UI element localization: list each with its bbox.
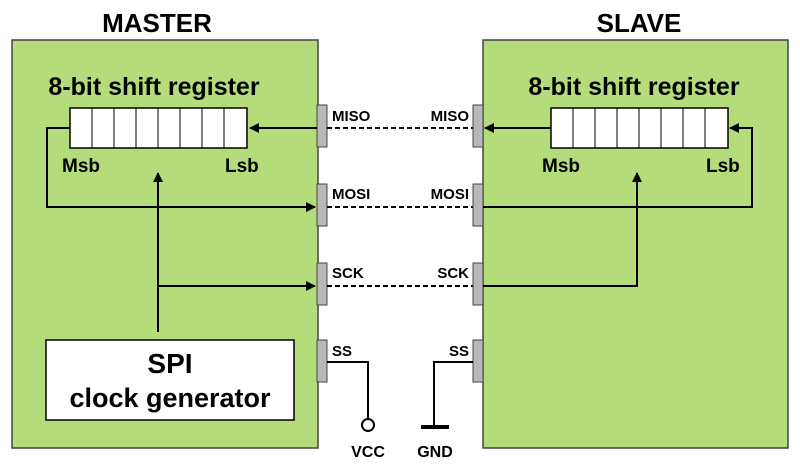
slave-register-label: 8-bit shift register bbox=[528, 73, 739, 101]
vcc-label: VCC bbox=[351, 444, 385, 461]
master-title: MASTER bbox=[102, 8, 212, 38]
master-pin-sck bbox=[316, 262, 328, 306]
slave-pin-miso-label: MISO bbox=[431, 108, 470, 125]
slave-pin-mosi-label: MOSI bbox=[431, 186, 469, 203]
slave-lsb-label: Lsb bbox=[706, 156, 740, 177]
spi-bus bbox=[327, 127, 473, 287]
master-msb-label: Msb bbox=[62, 156, 100, 177]
slave-pin-mosi bbox=[472, 183, 484, 227]
master-pin-mosi bbox=[316, 183, 328, 227]
slave-shift-register bbox=[550, 107, 729, 149]
master-pin-mosi-label: MOSI bbox=[332, 186, 370, 203]
generator-title: SPI bbox=[147, 348, 192, 379]
master-pin-miso bbox=[316, 104, 328, 148]
master-lsb-label: Lsb bbox=[225, 156, 259, 177]
slave-pin-ss-label: SS bbox=[449, 343, 469, 360]
slave-wiring bbox=[421, 123, 753, 429]
gnd-label: GND bbox=[417, 444, 453, 461]
master-shift-register bbox=[69, 107, 248, 149]
generator-subtitle: clock generator bbox=[69, 383, 271, 413]
master-clock-generator bbox=[45, 339, 295, 421]
master-register-label: 8-bit shift register bbox=[48, 73, 259, 101]
slave-pin-sck-label: SCK bbox=[437, 265, 469, 282]
master-pin-ss-label: SS bbox=[332, 343, 352, 360]
master-pin-sck-label: SCK bbox=[332, 265, 364, 282]
slave-title: SLAVE bbox=[597, 8, 682, 38]
slave-pin-miso bbox=[472, 104, 484, 148]
slave-msb-label: Msb bbox=[542, 156, 580, 177]
master-wiring bbox=[46, 123, 375, 432]
master-pin-ss bbox=[316, 339, 328, 383]
slave-pin-sck bbox=[472, 262, 484, 306]
slave-pin-ss bbox=[472, 339, 484, 383]
slave-board bbox=[482, 39, 789, 449]
master-pin-miso-label: MISO bbox=[332, 108, 371, 125]
